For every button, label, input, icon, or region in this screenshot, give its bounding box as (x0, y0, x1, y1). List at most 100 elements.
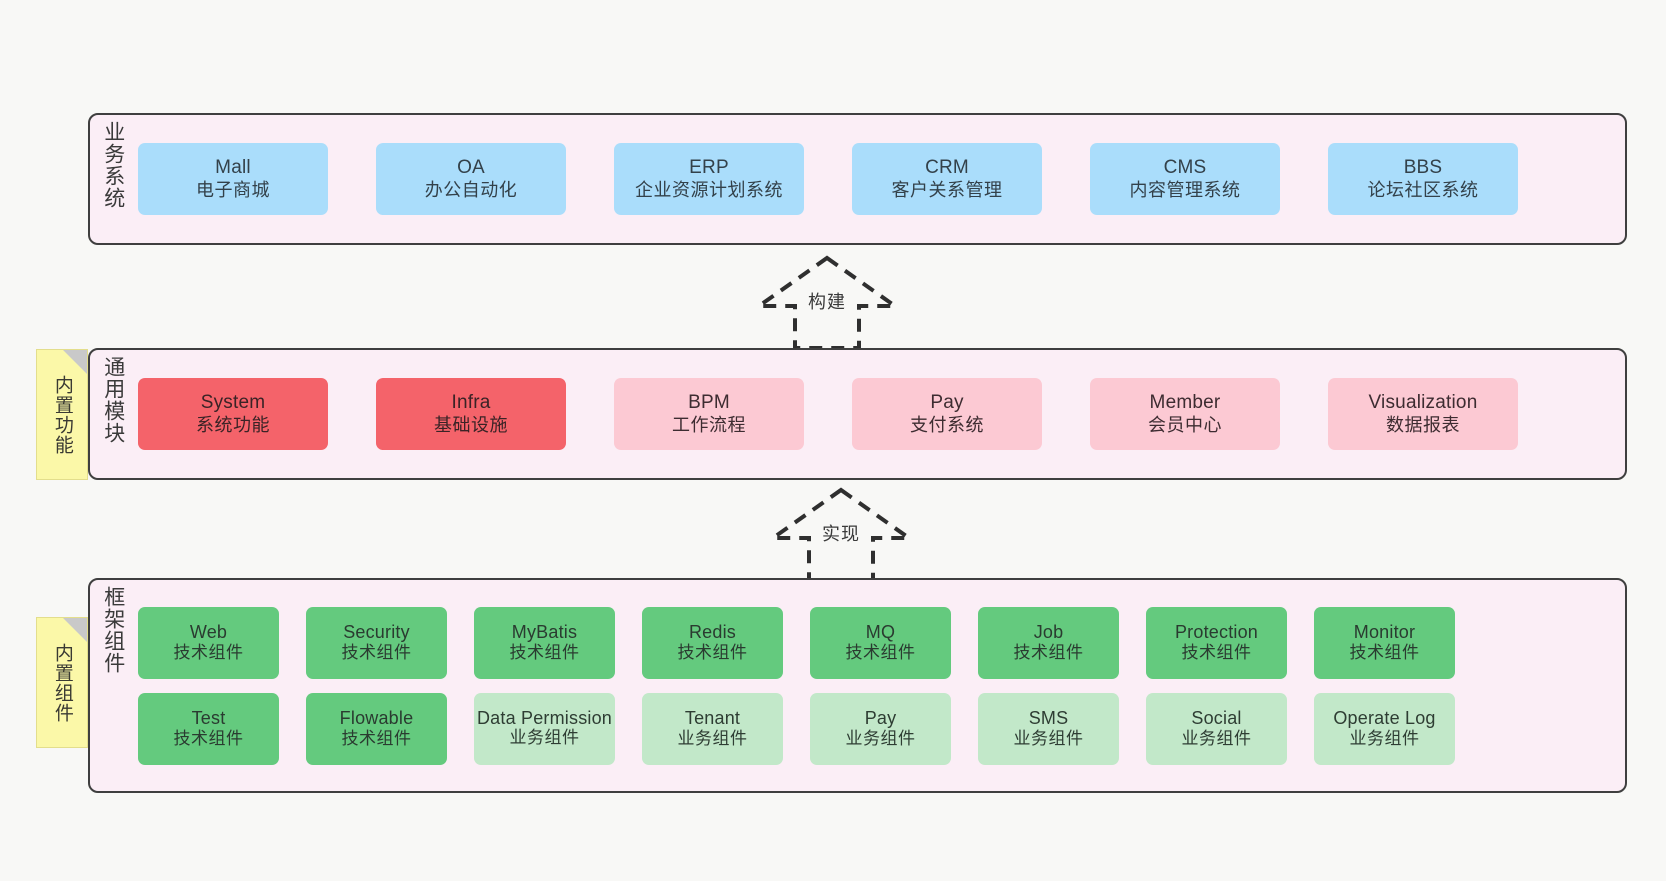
framework-row-2: Test 技术组件 Flowable 技术组件 Data Permission … (138, 692, 1613, 765)
card-flowable[interactable]: Flowable 技术组件 (306, 692, 447, 765)
card-test[interactable]: Test 技术组件 (138, 692, 279, 765)
card-tenant-cn: 业务组件 (677, 729, 748, 749)
build-arrow-label: 构建 (808, 292, 846, 312)
card-pay-module-cn: 支付系统 (910, 414, 984, 435)
card-job[interactable]: Job 技术组件 (978, 606, 1119, 679)
card-crm-cn: 客户关系管理 (891, 179, 1003, 200)
card-security-en: Security (343, 621, 410, 642)
card-job-en: Job (1033, 621, 1064, 642)
card-redis-en: Redis (688, 621, 737, 642)
card-redis-cn: 技术组件 (677, 643, 748, 663)
card-data-permission-en: Data Permission (476, 707, 613, 728)
card-mq[interactable]: MQ 技术组件 (810, 606, 951, 679)
card-system-cn: 系统功能 (196, 414, 270, 435)
card-social-en: Social (1191, 707, 1242, 728)
card-pay-component-cn: 业务组件 (845, 729, 916, 749)
card-protection-cn: 技术组件 (1181, 643, 1252, 663)
framework-row-1: Web 技术组件 Security 技术组件 MyBatis 技术组件 Redi… (138, 606, 1613, 679)
layer-business-systems-body: Mall 电子商城 OA 办公自动化 ERP 企业资源计划系统 CRM 客户关系… (136, 115, 1625, 243)
card-sms-cn: 业务组件 (1013, 729, 1084, 749)
card-system-en: System (200, 392, 266, 414)
card-monitor-en: Monitor (1353, 621, 1416, 642)
card-monitor[interactable]: Monitor 技术组件 (1314, 606, 1455, 679)
card-oa[interactable]: OA 办公自动化 (376, 143, 566, 215)
card-protection-en: Protection (1174, 621, 1259, 642)
card-infra[interactable]: Infra 基础设施 (376, 378, 566, 450)
card-bbs[interactable]: BBS 论坛社区系统 (1328, 143, 1518, 215)
card-security[interactable]: Security 技术组件 (306, 606, 447, 679)
card-crm-en: CRM (925, 157, 969, 179)
card-erp-cn: 企业资源计划系统 (635, 179, 783, 200)
card-pay-component[interactable]: Pay 业务组件 (810, 692, 951, 765)
card-web-cn: 技术组件 (173, 643, 244, 663)
card-test-en: Test (191, 707, 226, 728)
card-bpm[interactable]: BPM 工作流程 (614, 378, 804, 450)
card-infra-en: Infra (451, 392, 491, 414)
card-tenant[interactable]: Tenant 业务组件 (642, 692, 783, 765)
layer-common-modules-label: 通用模块 (101, 356, 125, 444)
card-test-cn: 技术组件 (173, 729, 244, 749)
card-monitor-cn: 技术组件 (1349, 643, 1420, 663)
card-crm[interactable]: CRM 客户关系管理 (852, 143, 1042, 215)
card-mybatis[interactable]: MyBatis 技术组件 (474, 606, 615, 679)
realize-arrow-glyph (766, 487, 916, 582)
layer-common-modules: 通用模块 System 系统功能 Infra 基础设施 BPM 工作流程 Pay… (88, 348, 1627, 480)
card-flowable-en: Flowable (339, 707, 414, 728)
realize-arrow: 实现 (751, 484, 931, 584)
card-social[interactable]: Social 业务组件 (1146, 692, 1287, 765)
card-social-cn: 业务组件 (1181, 729, 1252, 749)
card-mall[interactable]: Mall 电子商城 (138, 143, 328, 215)
card-erp-en: ERP (689, 157, 729, 179)
layer-common-modules-body: System 系统功能 Infra 基础设施 BPM 工作流程 Pay 支付系统… (136, 350, 1625, 478)
card-oa-en: OA (457, 157, 485, 179)
layer-framework-components-label: 框架组件 (101, 586, 125, 674)
realize-arrow-label: 实现 (822, 524, 860, 544)
card-operate-log-cn: 业务组件 (1349, 729, 1420, 749)
card-web[interactable]: Web 技术组件 (138, 606, 279, 679)
card-cms[interactable]: CMS 内容管理系统 (1090, 143, 1280, 215)
note-builtin-functions: 内置功能 (36, 349, 88, 480)
layer-business-systems: 业务系统 Mall 电子商城 OA 办公自动化 ERP 企业资源计划系统 CRM… (88, 113, 1627, 245)
card-pay-module-en: Pay (930, 392, 964, 414)
card-oa-cn: 办公自动化 (424, 179, 518, 200)
card-member-cn: 会员中心 (1148, 414, 1222, 435)
note-fold-corner-icon (63, 350, 87, 374)
card-web-en: Web (189, 621, 228, 642)
card-data-permission[interactable]: Data Permission 业务组件 (474, 692, 615, 765)
card-system[interactable]: System 系统功能 (138, 378, 328, 450)
card-infra-cn: 基础设施 (434, 414, 508, 435)
card-protection[interactable]: Protection 技术组件 (1146, 606, 1287, 679)
card-visualization-en: Visualization (1368, 392, 1478, 414)
card-pay-module[interactable]: Pay 支付系统 (852, 378, 1042, 450)
card-mq-cn: 技术组件 (845, 643, 916, 663)
note-builtin-components-label: 内置组件 (51, 642, 73, 723)
card-cms-cn: 内容管理系统 (1129, 179, 1241, 200)
note-builtin-components: 内置组件 (36, 617, 88, 748)
card-bbs-en: BBS (1403, 157, 1443, 179)
card-tenant-en: Tenant (684, 707, 741, 728)
card-mybatis-cn: 技术组件 (509, 643, 580, 663)
note-fold-corner-icon (63, 618, 87, 642)
build-arrow: 构建 (737, 252, 917, 352)
card-redis[interactable]: Redis 技术组件 (642, 606, 783, 679)
note-builtin-functions-label: 内置功能 (51, 374, 73, 455)
card-bpm-en: BPM (688, 392, 730, 414)
card-visualization-cn: 数据报表 (1386, 414, 1460, 435)
card-mall-cn: 电子商城 (196, 179, 270, 200)
build-arrow-glyph (752, 255, 902, 350)
card-mybatis-en: MyBatis (511, 621, 578, 642)
layer-framework-components: 框架组件 Web 技术组件 Security 技术组件 MyBatis 技术组件… (88, 578, 1627, 793)
card-job-cn: 技术组件 (1013, 643, 1084, 663)
card-operate-log[interactable]: Operate Log 业务组件 (1314, 692, 1455, 765)
card-sms-en: SMS (1028, 707, 1069, 728)
layer-framework-components-body: Web 技术组件 Security 技术组件 MyBatis 技术组件 Redi… (136, 580, 1625, 791)
card-member-en: Member (1149, 392, 1221, 414)
card-pay-component-en: Pay (864, 707, 897, 728)
card-visualization[interactable]: Visualization 数据报表 (1328, 378, 1518, 450)
card-member[interactable]: Member 会员中心 (1090, 378, 1280, 450)
card-data-permission-cn: 业务组件 (509, 728, 580, 748)
card-flowable-cn: 技术组件 (341, 729, 412, 749)
card-erp[interactable]: ERP 企业资源计划系统 (614, 143, 804, 215)
card-bbs-cn: 论坛社区系统 (1367, 179, 1479, 200)
card-sms[interactable]: SMS 业务组件 (978, 692, 1119, 765)
